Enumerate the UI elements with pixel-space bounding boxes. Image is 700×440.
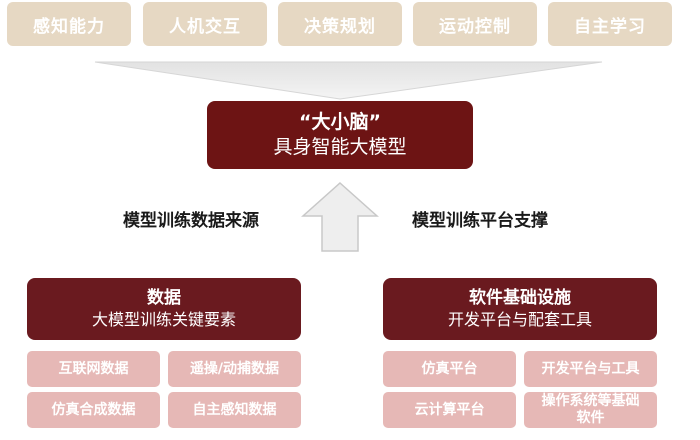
core-title: “大小脑” xyxy=(299,111,381,133)
platform-support-label: 模型训练平台支撑 xyxy=(412,211,548,231)
software-panel-subtitle: 开发平台与配套工具 xyxy=(447,310,592,329)
capability-motion-control: 运动控制 xyxy=(413,2,537,46)
data-item-internet: 互联网数据 xyxy=(27,351,160,387)
data-item-teleop-mocap: 遥操/动捕数据 xyxy=(168,351,301,387)
funnel-arrow-icon xyxy=(94,61,603,100)
software-panel: 软件基础设施 开发平台与配套工具 xyxy=(383,278,657,340)
core-model-box: “大小脑” 具身智能大模型 xyxy=(207,101,473,169)
data-panel-subtitle: 大模型训练关键要素 xyxy=(91,310,236,329)
capability-hri: 人机交互 xyxy=(143,2,267,46)
software-panel-title: 软件基础设施 xyxy=(469,288,571,308)
capability-self-learning: 自主学习 xyxy=(548,2,672,46)
capability-perception: 感知能力 xyxy=(7,2,131,46)
software-item-dev-platform: 开发平台与工具 xyxy=(524,351,657,387)
software-item-simulation-platform: 仿真平台 xyxy=(383,351,516,387)
data-panel-title: 数据 xyxy=(147,288,181,308)
data-source-label: 模型训练数据来源 xyxy=(123,211,259,231)
data-item-simulation: 仿真合成数据 xyxy=(27,392,160,428)
software-item-cloud: 云计算平台 xyxy=(383,392,516,428)
core-subtitle: 具身智能大模型 xyxy=(273,136,407,158)
software-item-os: 操作系统等基础软件 xyxy=(524,392,657,428)
capability-planning: 决策规划 xyxy=(278,2,402,46)
data-panel: 数据 大模型训练关键要素 xyxy=(27,278,301,340)
data-item-perception: 自主感知数据 xyxy=(168,392,301,428)
